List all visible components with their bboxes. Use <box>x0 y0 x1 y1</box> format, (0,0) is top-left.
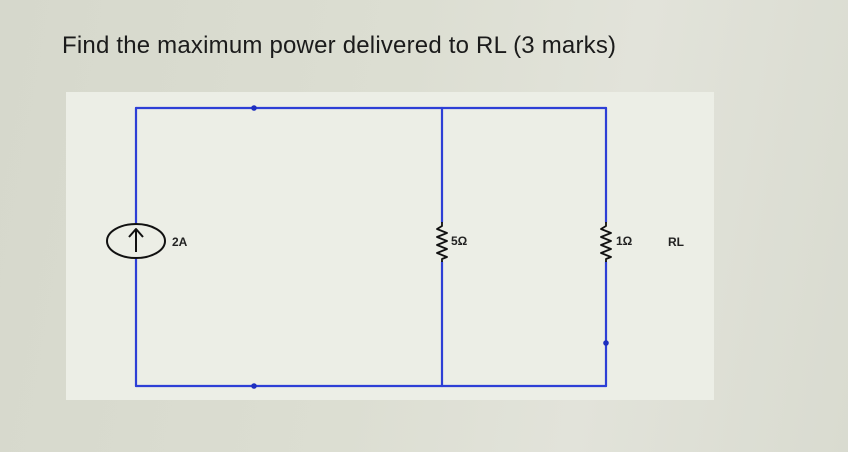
resistor-2-label: 1Ω <box>616 234 633 248</box>
load-label: RL <box>668 235 684 249</box>
node-bottom <box>251 383 257 389</box>
wires <box>134 106 608 388</box>
nodes <box>251 105 609 389</box>
current-source <box>106 223 166 259</box>
resistor-1-ohm <box>600 222 612 262</box>
question-text: Find the maximum power delivered to RL (… <box>62 32 617 59</box>
resistor-1-label: 5Ω <box>451 234 468 248</box>
node-right-lower <box>603 340 609 346</box>
resistor-5-ohm <box>436 222 448 262</box>
node-top <box>251 105 257 111</box>
source-label: 2A <box>172 235 188 249</box>
